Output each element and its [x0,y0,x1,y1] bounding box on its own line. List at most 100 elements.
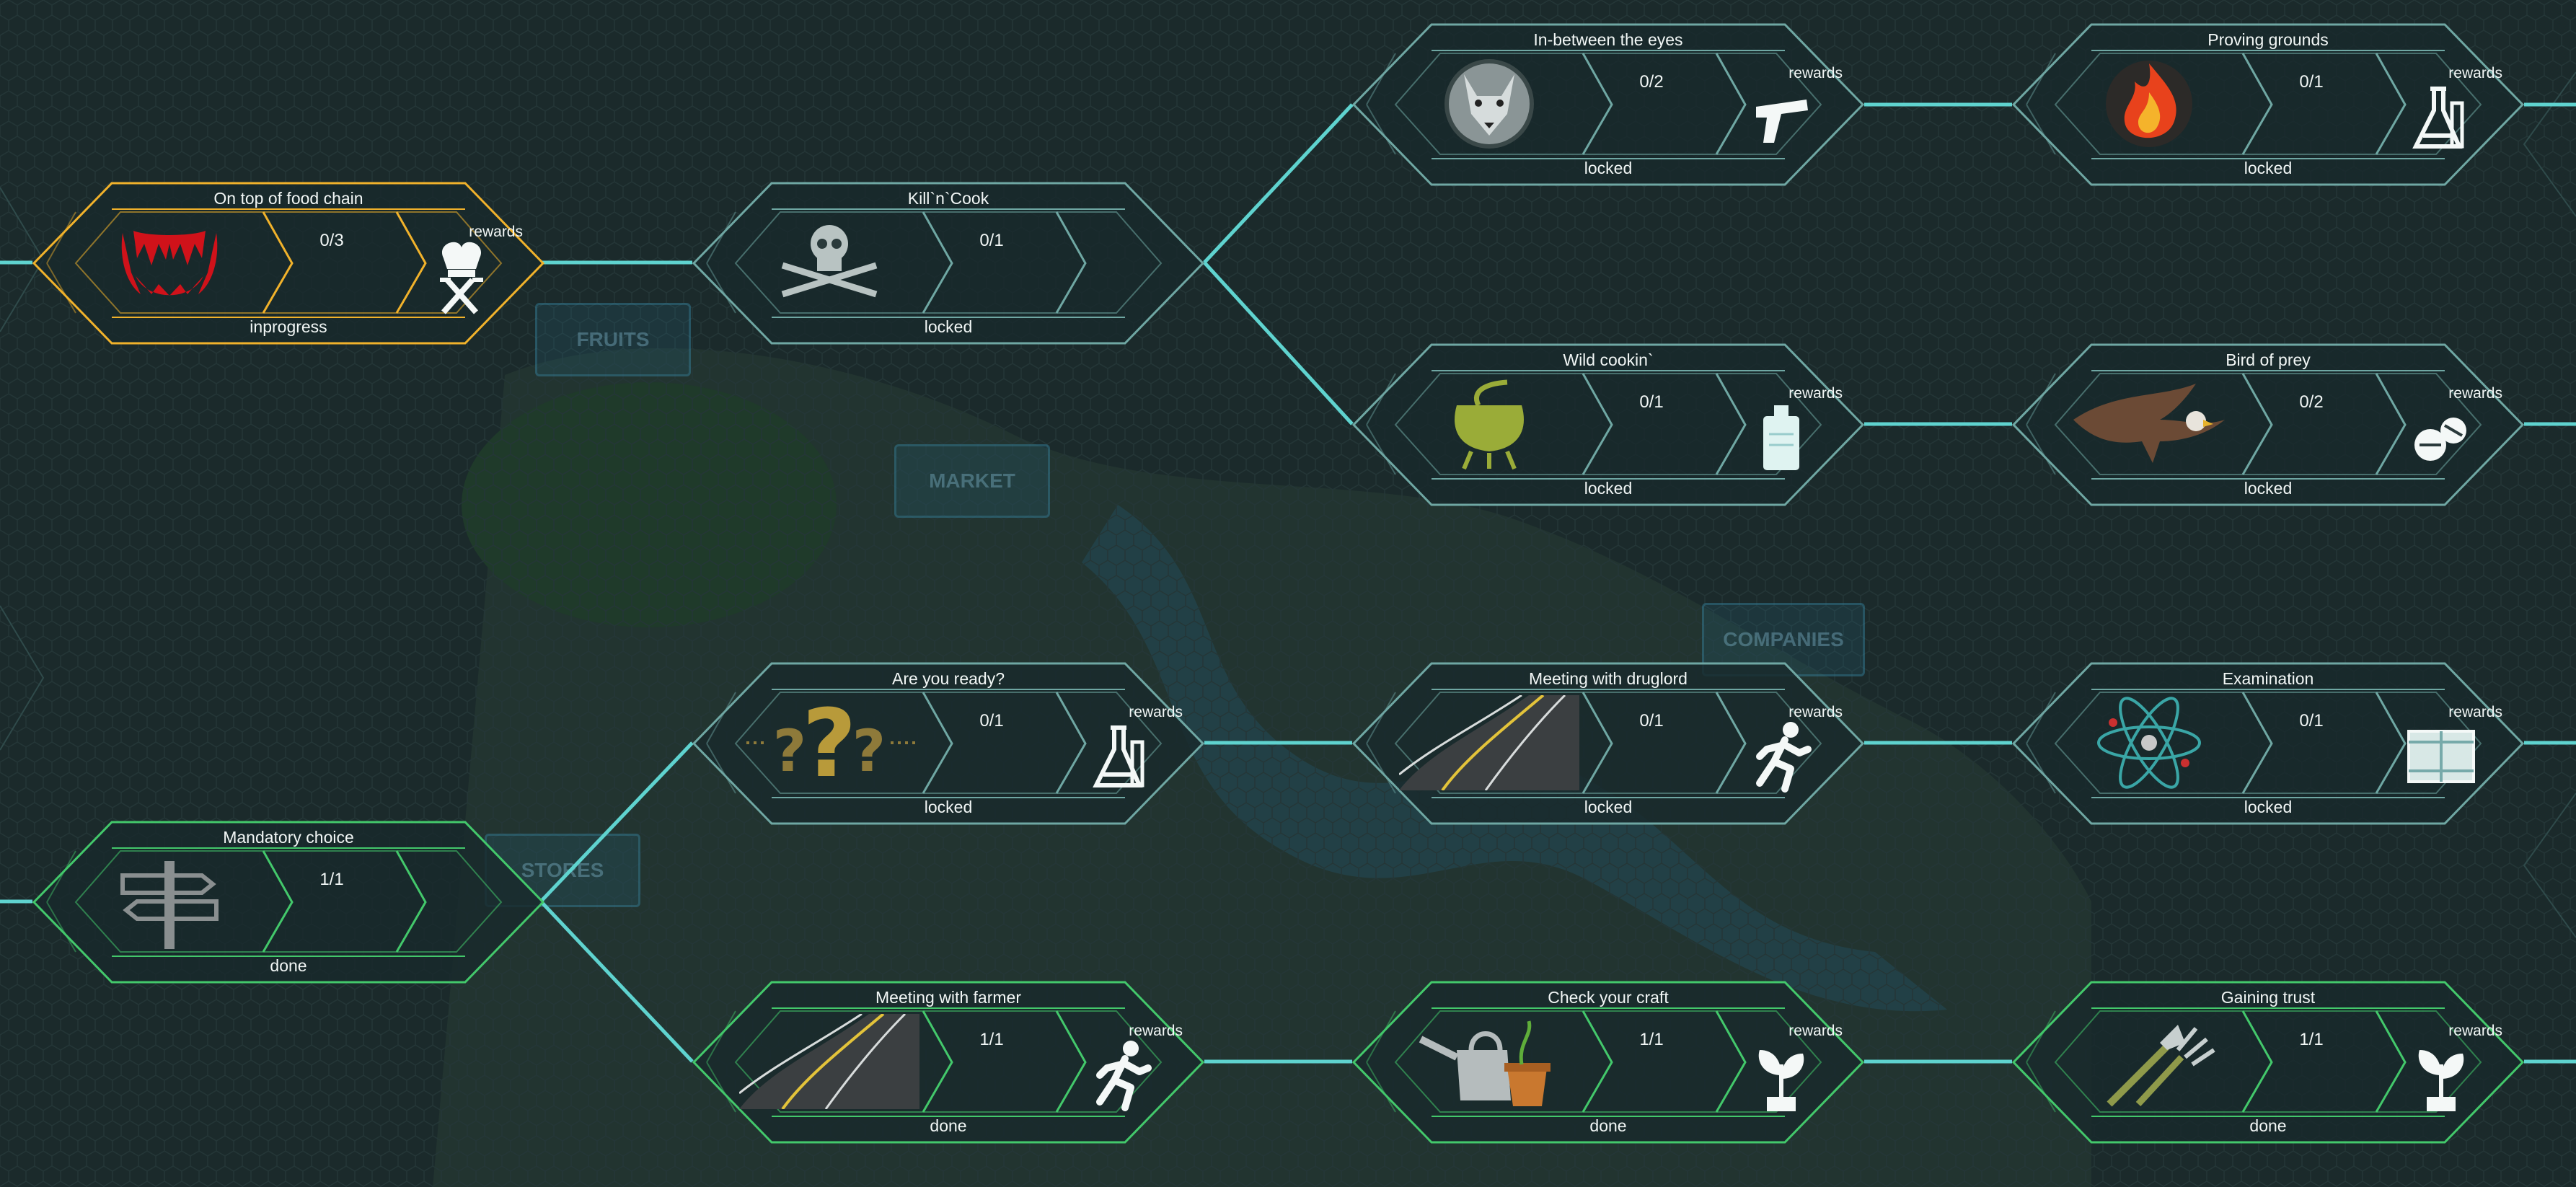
quest-status: done [270,956,307,975]
map-label-fruits: FRUITS [535,303,691,376]
quest-status: locked [2244,798,2293,816]
rewards-label: rewards [1129,1023,1183,1039]
road-icon [1398,694,1579,792]
quest-frame [32,821,545,984]
quest-node-exam[interactable]: Examination 0/1 rewards locked [2011,662,2525,825]
quest-title: Examination [2222,669,2314,688]
quest-title: Bird of prey [2226,350,2311,369]
running-man-icon [1742,717,1821,796]
quest-status: done [2249,1116,2287,1135]
rewards-label: rewards [469,224,523,240]
quest-progress: 0/1 [1639,392,1664,412]
quest-status: locked [2244,479,2293,498]
cauldron-icon [1399,376,1579,472]
quest-title: Check your craft [1548,988,1669,1007]
flask-icon [1082,717,1161,796]
flame-icon [2059,56,2239,151]
quest-title: Wild cookin` [1563,350,1654,369]
pills-icon [2401,398,2481,477]
plant-icon [1742,1036,1821,1115]
watering-can-icon [1399,1014,1579,1109]
quest-title: Mandatory choice [223,828,354,847]
quest-status: locked [924,798,973,816]
flask-bottle-icon [1742,398,1821,477]
quest-progress: 0/3 [319,231,344,250]
crate-icon [2401,717,2481,796]
quest-node-proving[interactable]: Proving grounds 0/1 rewards locked [2011,23,2525,186]
quest-node-food_chain[interactable]: On top of food chain 0/3 rewards inprogr… [32,182,545,345]
rewards-label: rewards [2448,1023,2502,1039]
rewards-label: rewards [1788,385,1843,402]
quest-progress: 1/1 [319,870,344,889]
quest-progress: 0/1 [979,711,1004,731]
quest-node-killncook[interactable]: Kill`n`Cook 0/1 locked [692,182,1205,345]
quest-frame [692,182,1205,345]
quest-frame [1351,343,1865,506]
quest-status: done [930,1116,967,1135]
rewards-label: rewards [1129,704,1183,720]
plant-icon [2401,1036,2481,1115]
svg-text:?: ? [802,695,856,790]
rewards-label: rewards [2448,65,2502,81]
rewards-label: rewards [1788,704,1843,720]
quest-progress: 0/1 [1639,711,1664,731]
quest-node-mandatory[interactable]: Mandatory choice 1/1 done [32,821,545,984]
question-marks-icon: ??? [739,689,919,798]
quest-title: On top of food chain [213,189,363,208]
road-icon [738,1012,919,1111]
quest-progress: 0/1 [2299,72,2324,92]
svg-text:?: ? [852,718,886,785]
chef-utensils-icon [422,237,501,316]
quest-progress: 1/1 [979,1030,1004,1049]
quest-title: Meeting with farmer [875,988,1021,1007]
wolf-icon [1399,56,1579,151]
quest-title: Meeting with druglord [1529,669,1688,688]
quest-title: Are you ready? [892,669,1005,688]
svg-text:?: ? [773,718,806,785]
quest-node-birdprey[interactable]: Bird of prey 0/2 rewards locked [2011,343,2525,506]
quest-node-farmer[interactable]: Meeting with farmer 1/1 rewards done [692,981,1205,1144]
map-label-market: MARKET [894,444,1050,518]
rewards-label: rewards [1788,1023,1843,1039]
quest-status: done [1589,1116,1627,1135]
signpost-icon [79,854,260,949]
fangs-icon [79,215,260,310]
quest-node-ready[interactable]: Are you ready? ??? 0/1 rewards locked [692,662,1205,825]
quest-status: locked [1584,159,1633,177]
quest-progress: 0/1 [979,231,1004,250]
quest-frame [32,182,545,345]
quest-progress: 1/1 [1639,1030,1664,1049]
quest-progress: 0/2 [1639,72,1664,92]
pistol-icon [1742,78,1821,157]
quest-progress: 0/1 [2299,711,2324,731]
rewards-label: rewards [2448,385,2502,402]
quest-status: inprogress [250,317,327,336]
atom-icon [2059,695,2239,790]
quest-node-trust[interactable]: Gaining trust 1/1 rewards done [2011,981,2525,1144]
running-man-icon [1082,1036,1161,1115]
reward-slot-empty [422,875,501,955]
skull-crossed-knives-icon [739,215,919,310]
quest-title: Kill`n`Cook [907,189,989,208]
quest-status: locked [2244,159,2293,177]
garden-tools-icon [2059,1014,2239,1109]
quest-node-craft[interactable]: Check your craft 1/1 rewards done [1351,981,1865,1144]
rewards-label: rewards [1788,65,1843,81]
rewards-label: rewards [2448,704,2502,720]
quest-frame [692,662,1205,825]
quest-node-druglord[interactable]: Meeting with druglord 0/1 rewards locked [1351,662,1865,825]
flask-icon [2401,78,2481,157]
quest-title: Gaining trust [2220,988,2316,1007]
quest-frame [2011,343,2525,506]
quest-progress: 0/2 [2299,392,2324,412]
quest-title: Proving grounds [2207,30,2329,49]
quest-frame [2011,662,2525,825]
quest-status: locked [1584,798,1633,816]
reward-slot-empty [1082,237,1161,316]
quest-frame [1351,981,1865,1144]
quest-node-wildcookin[interactable]: Wild cookin` 0/1 rewards locked [1351,343,1865,506]
quest-node-eyes[interactable]: In-between the eyes 0/2 rewards locked [1351,23,1865,186]
quest-status: locked [924,317,973,336]
quest-progress: 1/1 [2299,1030,2324,1049]
